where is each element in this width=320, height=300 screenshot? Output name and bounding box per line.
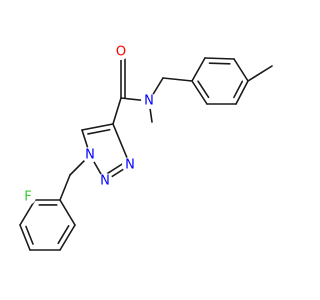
b-ring1-b	[204, 57, 235, 60]
b-ring2-e-inner	[57, 225, 70, 245]
b-ring2-c	[19, 224, 31, 251]
b-c4-c5-inner	[87, 128, 111, 135]
atom-label-o: O	[116, 45, 126, 60]
b-ring1-d-inner	[233, 80, 244, 99]
atom-n-amide: N	[141, 93, 157, 109]
b-carbonyl-c4	[112, 97, 122, 125]
atoms-layer: O N N N N F	[20, 44, 157, 205]
molecule-canvas: O N N N N F	[19, 44, 273, 251]
atom-label-n-amide: N	[144, 94, 154, 109]
atom-label-f: F	[24, 190, 31, 205]
atom-label-n1: N	[85, 148, 95, 163]
atom-o-carbonyl: O	[113, 44, 129, 60]
b-ring1-f-inner	[197, 80, 210, 99]
b-ring1-a	[191, 57, 206, 82]
b-ch2-aryl2	[59, 174, 71, 201]
bonds-layer	[19, 51, 273, 251]
atom-n-triazole-1: N	[82, 147, 98, 163]
b-ring2-e	[59, 224, 76, 251]
b-n2-n3-inner	[105, 162, 125, 176]
molecule-structure: O N N N N F	[19, 44, 273, 251]
b-ring1-f	[191, 80, 208, 105]
b-ring1-b-inner	[208, 62, 231, 65]
atom-label-n2: N	[100, 174, 110, 189]
b-methyl-aryl	[247, 65, 273, 82]
b-c4-c5	[81, 123, 114, 131]
atom-n-triazole-3: N	[122, 157, 138, 173]
b-ring1-c	[233, 58, 249, 82]
b-ring2-b	[19, 199, 36, 226]
atom-fluorine: F	[20, 189, 36, 205]
atom-n-triazole-2: N	[97, 173, 113, 189]
b-ring2-f	[59, 199, 76, 226]
b-ring1-d	[235, 80, 249, 105]
b-ring2-c-inner	[25, 225, 34, 245]
atom-label-n3: N	[125, 158, 135, 173]
b-ch2-aryl	[162, 77, 193, 82]
